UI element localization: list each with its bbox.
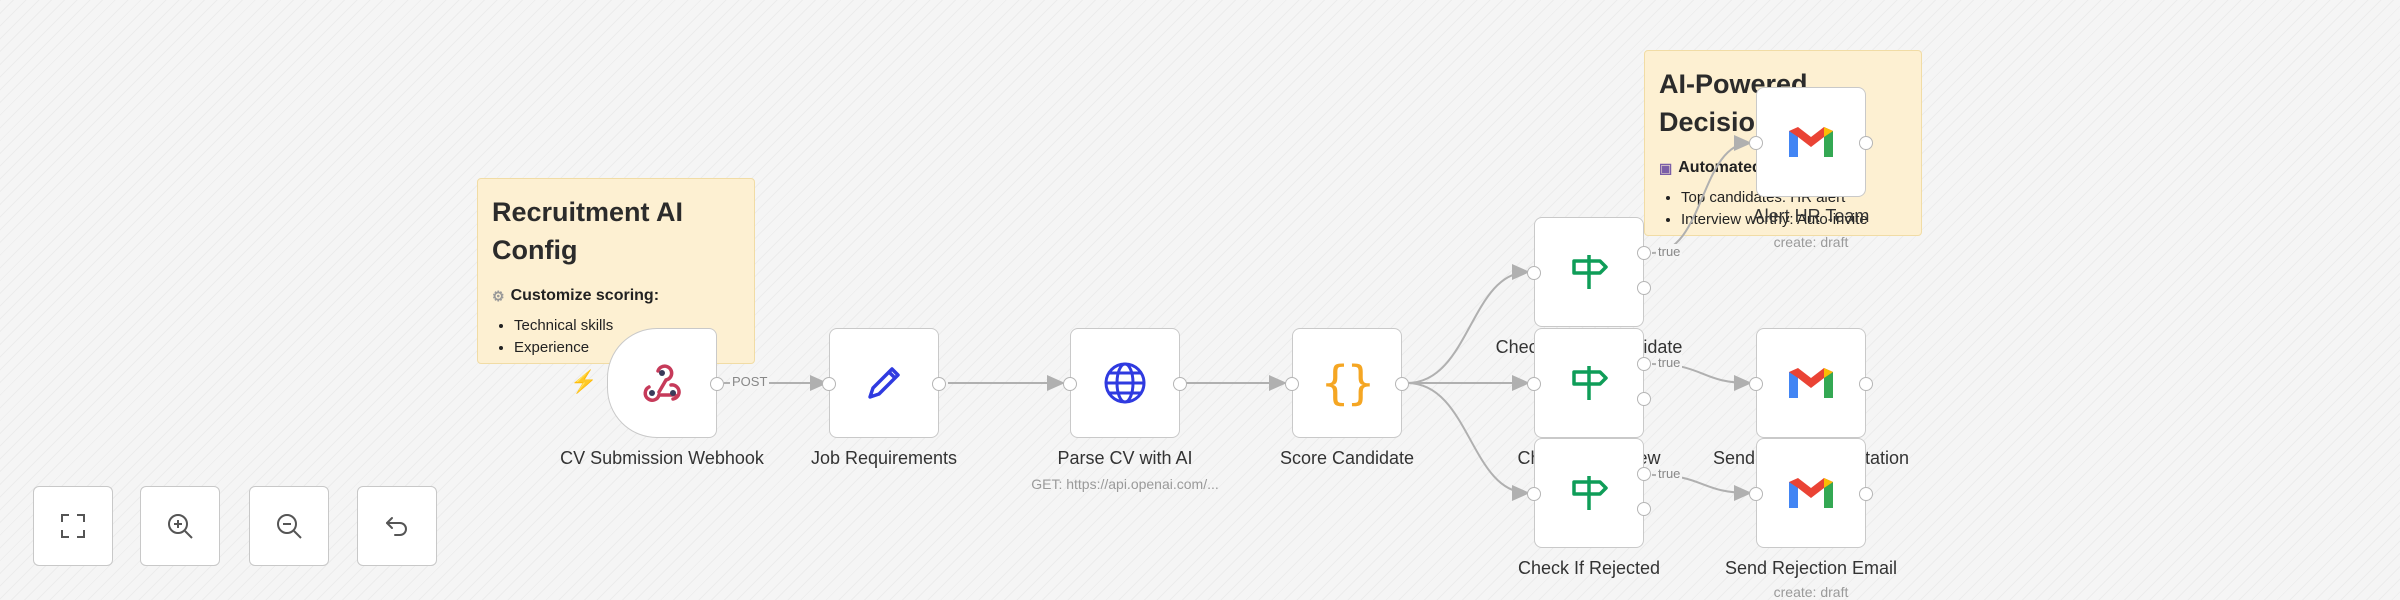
- zoom-out-button[interactable]: [249, 486, 329, 566]
- node-check-if-top-candidate[interactable]: [1527, 217, 1651, 327]
- node-label: Alert HR Team: [1752, 206, 1870, 226]
- zoom-out-icon: [277, 514, 302, 539]
- connection-edge: [1406, 264, 1530, 384]
- gmail-icon: [1789, 478, 1833, 508]
- node-label: Score Candidate: [1279, 448, 1415, 468]
- sticky-title: Recruitment AI Config: [492, 197, 684, 265]
- input-handle[interactable]: [1749, 487, 1763, 501]
- signpost-icon: [1572, 255, 1608, 289]
- node-check-if-rejected[interactable]: [1527, 438, 1651, 548]
- output-handle-true[interactable]: [1637, 357, 1651, 371]
- undo-icon: [386, 517, 407, 536]
- input-handle[interactable]: [1527, 266, 1541, 280]
- sticky-bullet: Technical skills: [514, 315, 740, 337]
- node-label: Job Requirements: [810, 448, 958, 468]
- node-job-requirements[interactable]: [822, 328, 946, 438]
- sticky-note-recruitment-config[interactable]: Recruitment AI Config ⚙ Customize scoring…: [477, 178, 755, 364]
- gear-icon: ⚙: [492, 287, 505, 304]
- output-handle-false[interactable]: [1637, 502, 1651, 516]
- robot-icon: ▣: [1659, 159, 1673, 176]
- output-handle[interactable]: [1859, 136, 1873, 150]
- webhook-icon: [643, 364, 681, 402]
- node-parse-cv-with-ai[interactable]: [1063, 328, 1187, 438]
- node-label: Parse CV with AI: [1057, 448, 1193, 468]
- sticky-bullet: Interview worthy: Auto-invite: [1681, 209, 1907, 231]
- output-handle[interactable]: [1395, 377, 1409, 391]
- node-label: CV Submission Webhook: [560, 448, 764, 468]
- node-label: Send Rejection Email: [1724, 558, 1898, 578]
- sticky-subheading: Automated:: [1678, 159, 1768, 176]
- node-send-interview-invitation[interactable]: [1749, 328, 1873, 438]
- zoom-in-button[interactable]: [140, 486, 220, 566]
- input-handle[interactable]: [1527, 377, 1541, 391]
- fullscreen-icon: [61, 514, 85, 538]
- node-score-candidate[interactable]: {}: [1285, 328, 1409, 438]
- connection-edge: [1406, 382, 1530, 501]
- node-label: Check If Rejected: [1517, 558, 1661, 578]
- edge-label-true: true: [1656, 244, 1683, 259]
- fit-view-button[interactable]: [33, 486, 113, 566]
- undo-button[interactable]: [357, 486, 437, 566]
- sticky-subheading: Customize scoring:: [510, 287, 660, 304]
- node-send-rejection-email[interactable]: [1749, 438, 1873, 548]
- signpost-icon: [1572, 476, 1608, 510]
- output-handle-true[interactable]: [1637, 467, 1651, 481]
- output-handle[interactable]: [1173, 377, 1187, 391]
- edge-label-true: true: [1656, 355, 1683, 370]
- gmail-icon: [1789, 368, 1833, 398]
- edge-label-post: POST: [730, 374, 770, 389]
- code-braces-icon: {}: [1321, 356, 1374, 410]
- sticky-note-ai-decision[interactable]: AI-Powered Decision ▣Automated: Top cand…: [1644, 50, 1922, 236]
- output-handle-false[interactable]: [1637, 392, 1651, 406]
- node-sublabel: GET: https://api.openai.com/...: [1031, 476, 1219, 492]
- node-check-if-interview[interactable]: [1527, 328, 1651, 438]
- output-handle[interactable]: [710, 377, 724, 391]
- globe-icon: [1104, 362, 1146, 404]
- node-alert-hr-team[interactable]: [1749, 87, 1873, 197]
- signpost-icon: [1572, 366, 1608, 400]
- output-handle[interactable]: [1859, 377, 1873, 391]
- node-cv-submission-webhook[interactable]: [607, 328, 724, 438]
- pencil-icon: [868, 367, 900, 399]
- input-handle[interactable]: [1749, 377, 1763, 391]
- trigger-bolt-icon: ⚡: [570, 369, 598, 394]
- gmail-icon: [1789, 127, 1833, 157]
- input-handle[interactable]: [1749, 136, 1763, 150]
- input-handle[interactable]: [1285, 377, 1299, 391]
- output-handle[interactable]: [1859, 487, 1873, 501]
- input-handle[interactable]: [1527, 487, 1541, 501]
- output-handle-false[interactable]: [1637, 281, 1651, 295]
- input-handle[interactable]: [1063, 377, 1077, 391]
- sticky-bullet: Experience: [514, 337, 740, 359]
- zoom-in-icon: [168, 514, 193, 539]
- edge-label-true: true: [1656, 466, 1683, 481]
- output-handle-true[interactable]: [1637, 246, 1651, 260]
- node-sublabel: create: draft: [1773, 584, 1849, 600]
- output-handle[interactable]: [932, 377, 946, 391]
- node-sublabel: create: draft: [1773, 234, 1849, 250]
- input-handle[interactable]: [822, 377, 836, 391]
